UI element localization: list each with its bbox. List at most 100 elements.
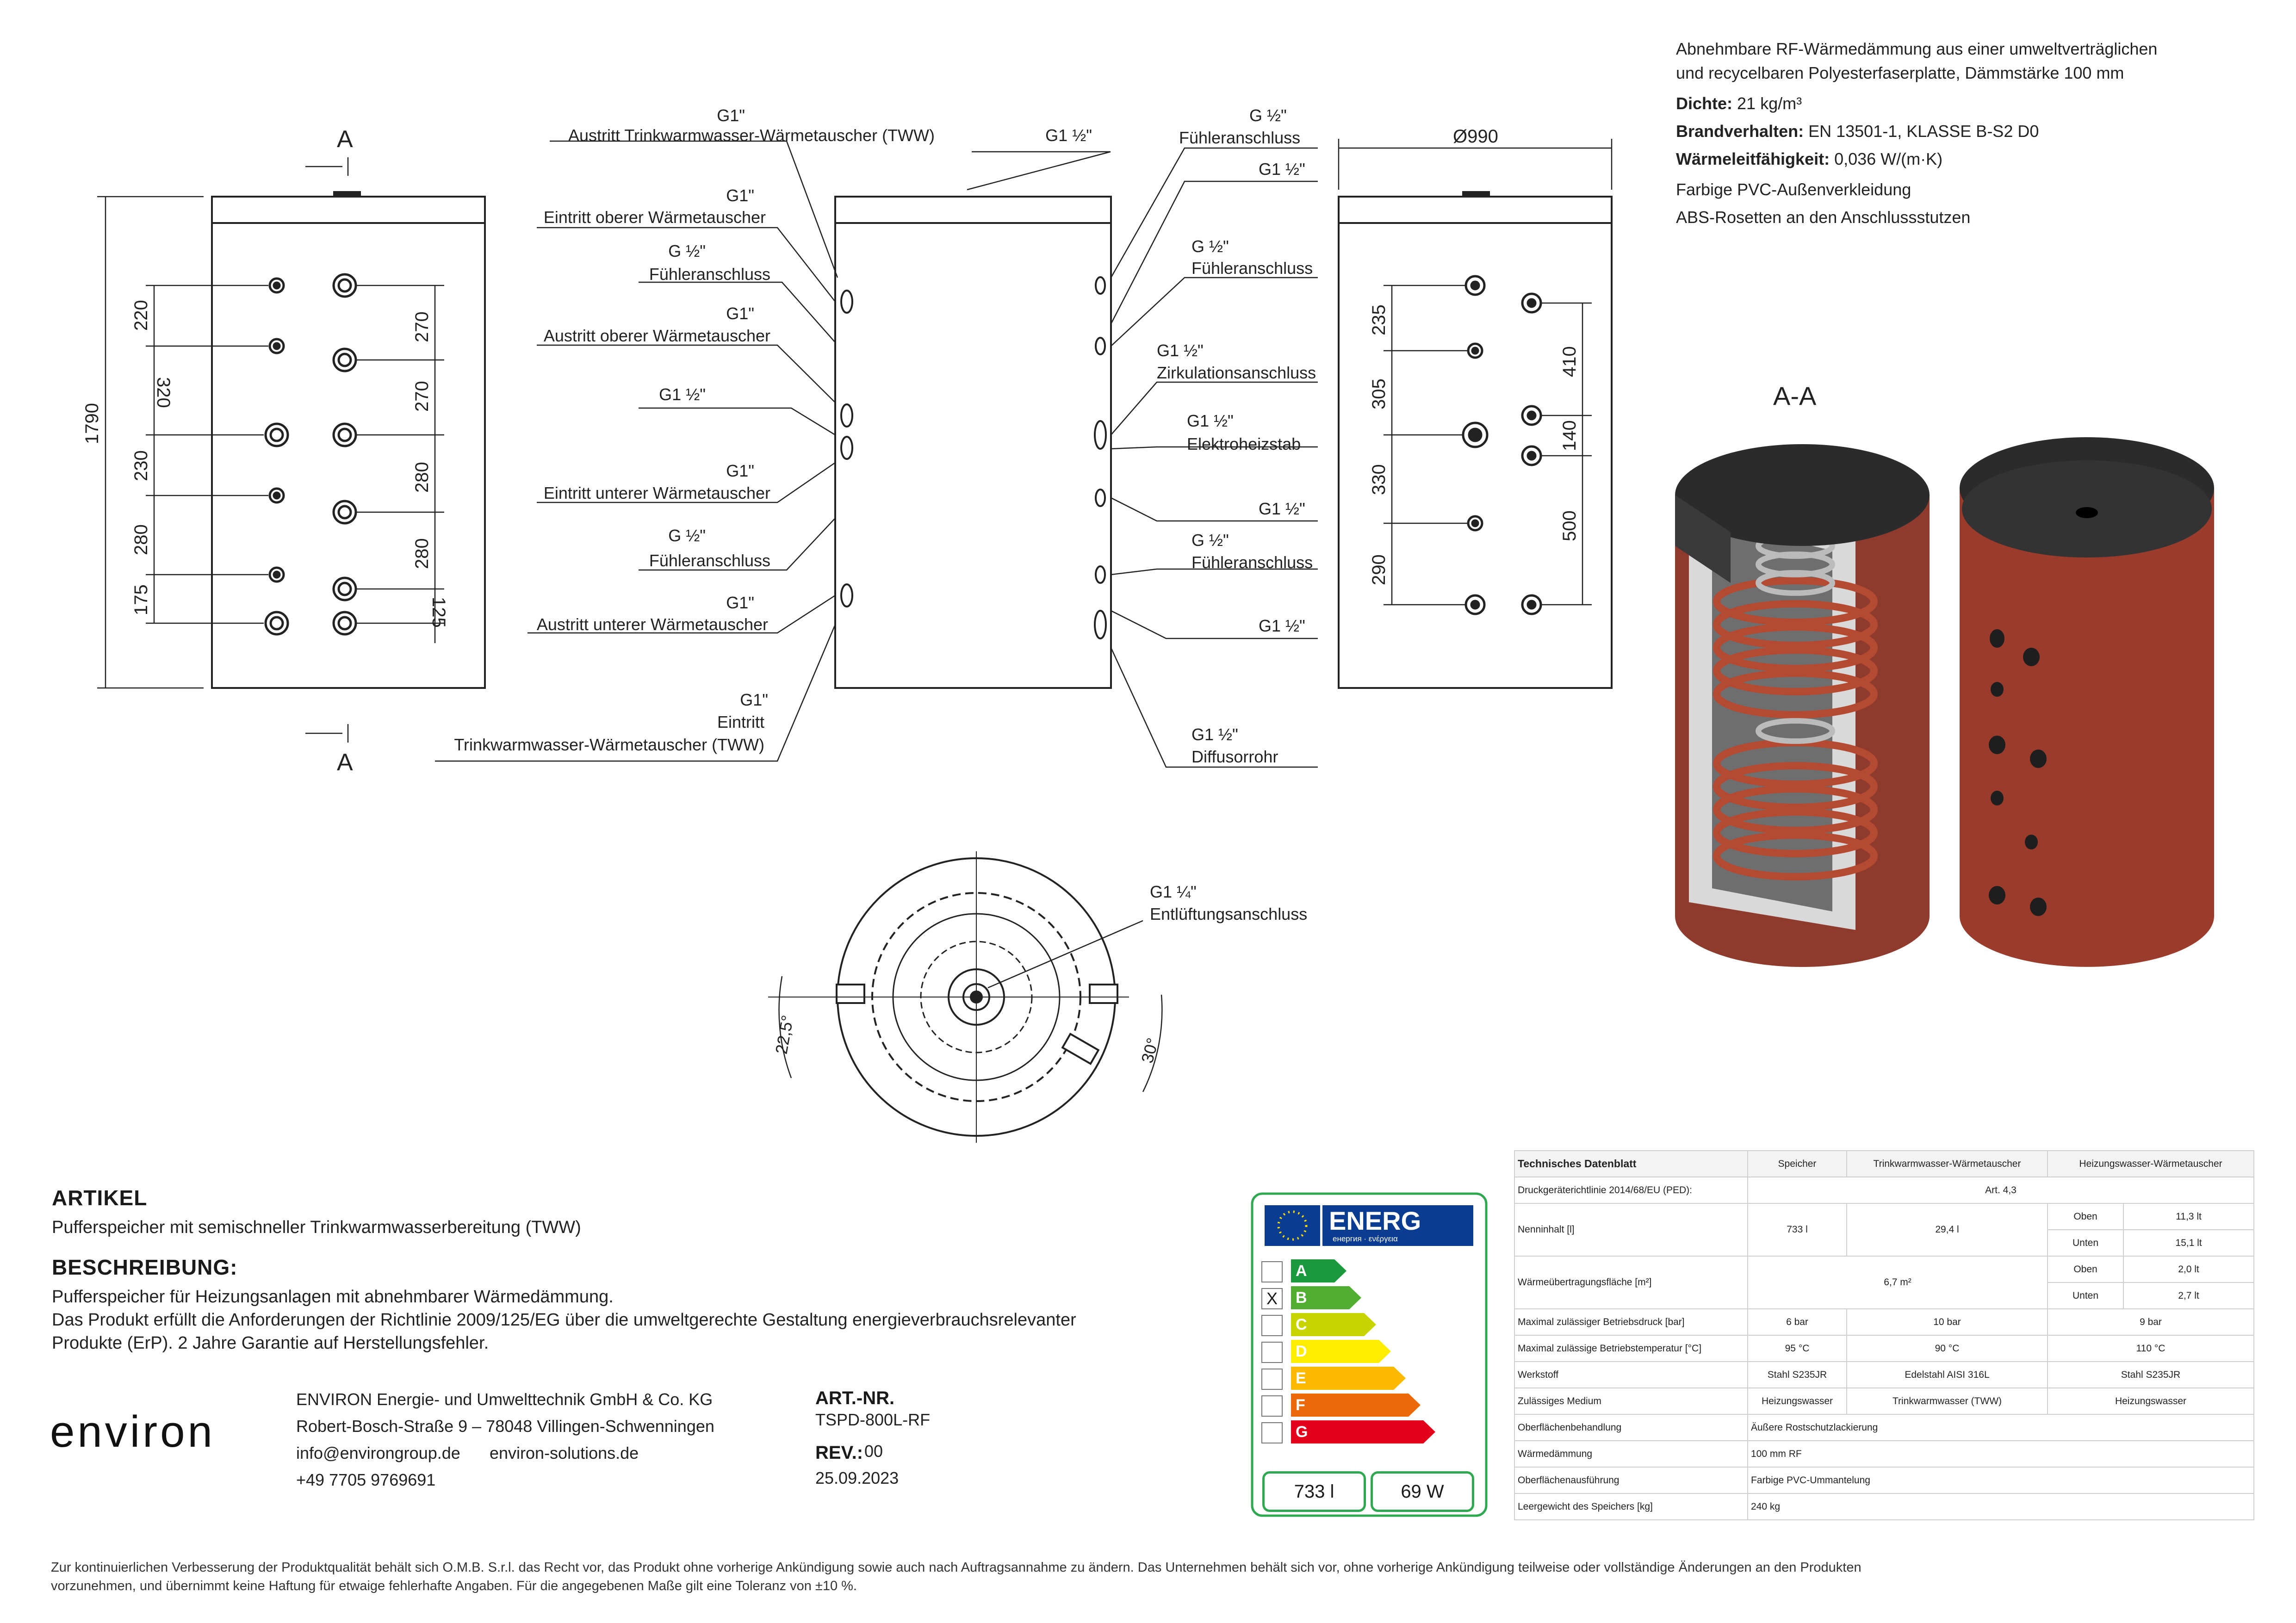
label-r3-size: G1 ½" (1157, 341, 1204, 360)
spec-r2-oben-value: 11,3 lt (2123, 1203, 2254, 1230)
spec-r6-speicher: Stahl S235JR (1747, 1361, 1847, 1388)
spec-r3-oben-value: 2,0 lt (2123, 1256, 2254, 1283)
dim-320: 320 (153, 377, 174, 408)
label-l4-size: G1 ½" (659, 385, 706, 404)
label-r6-size: G ½" (1191, 531, 1229, 550)
dim-290: 290 (1369, 554, 1389, 585)
tank-3d-cutaway (1675, 444, 1930, 967)
label-l0-size: G1" (717, 106, 745, 125)
label-l1-size: G1" (726, 186, 754, 205)
footer-line-1: Zur kontinuierlichen Verbesserung der Pr… (51, 1560, 1862, 1575)
energy-class-bar-f: F (1291, 1394, 1421, 1417)
label-l2-size: G ½" (668, 242, 706, 260)
dim-diameter: Ø990 (1453, 126, 1498, 147)
energy-volume-box: 733 l (1262, 1471, 1366, 1512)
company-phone: +49 7705 9769691 (296, 1470, 436, 1489)
dim-140: 140 (1559, 420, 1580, 451)
label-top-size: G1 ½" (1045, 126, 1092, 145)
label-l1-name: Eintritt oberer Wärmetauscher (544, 208, 766, 227)
spec-r3-unten-value: 2,7 lt (2123, 1282, 2254, 1309)
dim-280-b: 280 (412, 538, 432, 569)
spec-table: Technisches Datenblatt Speicher Trinkwar… (1514, 1150, 2254, 1520)
dim-280-left: 280 (131, 524, 151, 555)
energy-class-checkbox-f (1261, 1395, 1283, 1417)
spec-r5-heiz: 110 °C (2047, 1335, 2254, 1362)
artnr-value: TSPD-800L-RF (815, 1410, 931, 1429)
tank-side-view (834, 196, 1112, 689)
note-brand: Brandverhalten: EN 13501-1, KLASSE B-S2 … (1676, 122, 2039, 141)
spec-r2-tww: 29,4 l (1846, 1203, 2048, 1257)
section-label-aa: A-A (1773, 381, 1817, 410)
label-l7-name: Austritt unterer Wärmetauscher (537, 615, 768, 634)
note-dichte: Dichte: 21 kg/m³ (1676, 94, 1802, 113)
energy-class-checkbox-b: X (1261, 1288, 1283, 1309)
dim-270-a: 270 (412, 311, 432, 342)
beschreibung-line-3: Produkte (ErP). 2 Jahre Garantie auf Her… (52, 1333, 489, 1353)
dim-1790: 1790 (82, 403, 102, 444)
label-r0-size: G ½" (1249, 106, 1287, 125)
label-l5-size: G1" (726, 461, 754, 480)
dim-220: 220 (131, 300, 151, 331)
dim-500: 500 (1559, 510, 1580, 541)
spec-r1-value: Art. 4,3 (1747, 1177, 2254, 1204)
angle-30: 30° (1137, 1036, 1162, 1065)
note-waerme: Wärmeleitfähigkeit: 0,036 W/(m·K) (1676, 149, 1943, 168)
spec-r8-value: Äußere Rostschutzlackierung (1747, 1414, 2254, 1441)
label-r3-name: Zirkulationsanschluss (1157, 363, 1316, 382)
spec-r2-speicher: 733 l (1747, 1203, 1847, 1257)
label-r0-name: Fühleranschluss (1179, 128, 1300, 147)
label-r4-size: G1 ½" (1187, 411, 1234, 430)
company-name: ENVIRON Energie- und Umwelttechnik GmbH … (296, 1390, 713, 1409)
dim-330: 330 (1369, 464, 1389, 495)
label-l9-name: Trinkwarmwasser-Wärmetauscher (TWW) (454, 735, 764, 754)
spec-r3-unten: Unten (2047, 1282, 2124, 1309)
energy-class-bar-c: C (1291, 1313, 1376, 1336)
note-line-2: und recycelbaren Polyesterfaserplatte, D… (1676, 63, 2124, 82)
company-web[interactable]: environ-solutions.de (490, 1443, 639, 1462)
spec-r6-label: Werkstoff (1514, 1361, 1748, 1388)
rev-value: 00 (864, 1442, 883, 1461)
label-l7-size: G1" (726, 593, 754, 612)
note-line-1: Abnehmbare RF-Wärmedämmung aus einer umw… (1676, 39, 2158, 58)
energy-class-bar-a: A (1291, 1259, 1347, 1282)
spec-r3-label: Wärmeübertragungsfläche [m²] (1514, 1256, 1748, 1309)
section-mark-top: A (337, 126, 353, 153)
energy-loss-box: 69 W (1371, 1471, 1474, 1512)
label-r8-name: Diffusorrohr (1191, 747, 1278, 766)
spec-col-heiz: Heizungswasser-Wärmetauscher (2047, 1150, 2254, 1177)
dim-175: 175 (131, 584, 151, 615)
company-email[interactable]: info@environgroup.de (296, 1443, 460, 1462)
label-l3-size: G1" (726, 304, 754, 323)
label-r2-size: G ½" (1191, 237, 1229, 256)
label-r6-name: Fühleranschluss (1191, 553, 1313, 572)
beschreibung-title: BESCHREIBUNG: (52, 1255, 238, 1279)
spec-r1-label: Druckgeräterichtlinie 2014/68/EU (PED): (1514, 1177, 1748, 1204)
footer-line-2: vorzunehmen, und übernimmt keine Haftung… (51, 1579, 857, 1593)
label-r8-size: G1 ½" (1191, 725, 1238, 744)
spec-r5-speicher: 95 °C (1747, 1335, 1847, 1362)
spec-r3-oben: Oben (2047, 1256, 2124, 1283)
spec-r5-tww: 90 °C (1846, 1335, 2048, 1362)
spec-r7-heiz: Heizungswasser (2047, 1388, 2254, 1415)
label-l6-size: G ½" (668, 526, 706, 545)
spec-r6-tww: Edelstahl AISI 316L (1846, 1361, 2048, 1388)
rev-date: 25.09.2023 (815, 1468, 899, 1487)
spec-r4-tww: 10 bar (1846, 1308, 2048, 1336)
label-l3-name: Austritt oberer Wärmetauscher (544, 326, 770, 345)
spec-r4-heiz: 9 bar (2047, 1308, 2254, 1336)
energy-title: ENERG (1329, 1206, 1421, 1235)
dim-270-b: 270 (412, 381, 432, 412)
energy-class-checkbox-g (1261, 1422, 1283, 1443)
energy-subtitle: енергия · ενέργεια (1333, 1234, 1398, 1243)
label-l8-name: Eintritt (717, 712, 764, 731)
label-l6-name: Fühleranschluss (649, 551, 770, 570)
spec-col-tww: Trinkwarmwasser-Wärmetauscher (1846, 1150, 2048, 1177)
spec-r10-label: Oberflächenausführung (1514, 1467, 1748, 1494)
energy-class-checkbox-c (1261, 1315, 1283, 1336)
artnr-label: ART.-NR. (815, 1388, 895, 1408)
spec-r2-unten-value: 15,1 lt (2123, 1229, 2254, 1257)
dim-125: 125 (428, 597, 449, 628)
label-r5-size: G1 ½" (1259, 499, 1305, 518)
artikel-text: Pufferspeicher mit semischneller Trinkwa… (52, 1218, 581, 1237)
spec-title: Technisches Datenblatt (1514, 1150, 1748, 1177)
